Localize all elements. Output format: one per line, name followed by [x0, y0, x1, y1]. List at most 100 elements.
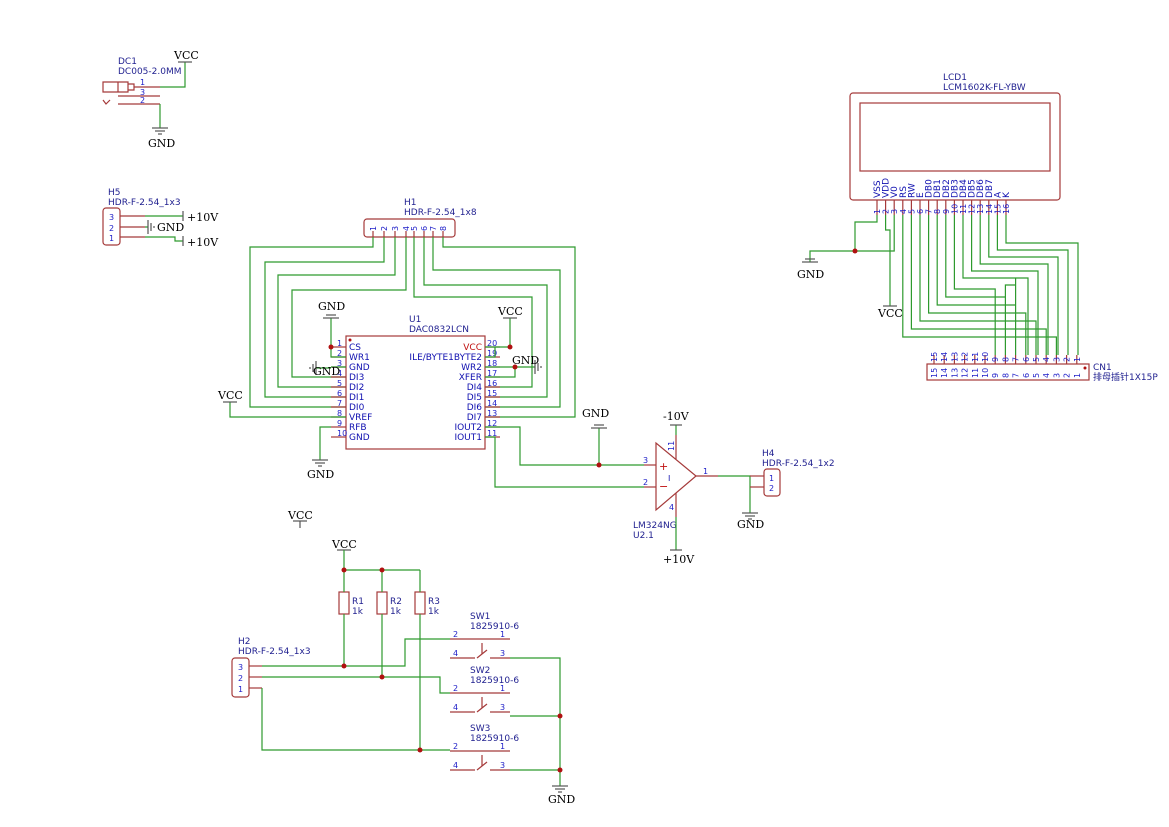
svg-text:-10V: -10V	[663, 410, 690, 423]
u2-pin: 11	[667, 441, 676, 451]
u1-pin-number: 12	[487, 419, 497, 428]
h5-ref: H5	[108, 188, 121, 198]
switch-pin: 4	[453, 761, 458, 770]
h2-pin: 2	[238, 674, 243, 683]
u2-pin: 2	[643, 478, 648, 487]
u2-wires	[675, 425, 751, 550]
cn1-pin-number: 15	[930, 368, 939, 378]
u1-pin-label: ILE/BYTE1BYTE2	[409, 353, 482, 363]
lcd1-pin-number: 9	[942, 209, 951, 214]
cn1-pin-number: 8	[1001, 373, 1010, 378]
u2-ref: U2.1	[633, 531, 654, 541]
h4-ref: H4	[762, 449, 775, 459]
cn1-pin-number: 8	[1001, 357, 1010, 362]
lcd1-pin-label: DB6	[976, 179, 986, 198]
dc1-value: DC005-2.0MM	[118, 67, 181, 77]
dc-jack-body	[102, 81, 135, 93]
u2-value: LM324NG	[633, 521, 677, 531]
vcc-symbol: VCC	[217, 389, 243, 403]
u1-pin-label: VREF	[349, 413, 372, 423]
h4-value: HDR-F-2.54_1x2	[762, 459, 835, 469]
h1-pin: 2	[380, 226, 389, 231]
lcd1-pin-number: 10	[950, 204, 959, 214]
cn1-pin-number: 9	[991, 373, 1000, 378]
junction	[328, 344, 334, 350]
h1-bus-wires	[249, 237, 576, 418]
cn1-pin-number: 9	[991, 357, 1000, 362]
lcd1-pin-label: E	[916, 192, 926, 198]
cn1-pin-number: 3	[1052, 357, 1061, 362]
lcd1-pin-label: DB7	[985, 179, 995, 198]
cn1-pin-number: 12	[961, 352, 970, 362]
u1-pin-label: DI4	[467, 383, 483, 393]
lcd1-pin-number: 12	[968, 204, 977, 214]
n10v-symbol: -10V	[663, 410, 690, 426]
cn1-pin-number: 5	[1032, 357, 1041, 362]
u1-pin-number: 8	[337, 409, 342, 418]
svg-text:VCC: VCC	[497, 305, 523, 318]
switch-pin: 3	[500, 761, 505, 770]
lcd1-value: LCM1602K-FL-YBW	[943, 83, 1026, 93]
h1-ref: H1	[404, 198, 417, 208]
resistor-value: 1k	[428, 607, 440, 617]
lcd1-pin-label: VSS	[873, 180, 883, 198]
cn1-pin-number: 11	[971, 368, 980, 378]
h1-pin: 4	[402, 226, 411, 231]
u1-pin-label: GND	[349, 363, 370, 373]
switch-pin: 3	[500, 649, 505, 658]
resistor-ref: R3	[428, 597, 440, 607]
u1-pin-label: IOUT1	[454, 433, 482, 443]
lcd1-pin-label: DB5	[968, 179, 978, 198]
lcd-lcd1: LCD1 LCM1602K-FL-YBW 1VSS2VDD3V04RS5RW6E…	[849, 73, 1061, 215]
svg-text:GND: GND	[148, 137, 175, 150]
u1-pin-number: 10	[337, 429, 347, 438]
u1-pin-number: 7	[337, 399, 342, 408]
resistor-ref: R2	[390, 597, 402, 607]
u1-value: DAC0832LCN	[409, 325, 469, 335]
cn1-pin-number: 4	[1042, 373, 1051, 378]
u1-pin-number: 15	[487, 389, 497, 398]
vcc-symbol: VCC	[331, 538, 357, 551]
lcd1-pin-label: DB0	[925, 179, 935, 198]
u1-pin-number: 6	[337, 389, 342, 398]
dc1-pin: 2	[140, 96, 145, 105]
svg-text:GND: GND	[548, 793, 575, 806]
lcd1-pin-label: RW	[907, 183, 917, 198]
u1-pin-label: DI0	[349, 403, 365, 413]
opamp-plus: +	[659, 460, 668, 473]
switch-value: 1825910-6	[470, 734, 519, 744]
lcd1-pin-label: DB4	[959, 179, 969, 198]
svg-text:+10V: +10V	[187, 211, 219, 224]
junction	[557, 713, 563, 719]
lcd1-pin-label: DB1	[933, 179, 943, 198]
lcd1-pin-label: K	[1002, 191, 1012, 198]
vcc-symbol: VCC	[287, 509, 313, 528]
lcd1-pin-label: DB2	[942, 179, 952, 198]
gnd-symbol: GND	[307, 459, 334, 481]
cn1-ref: CN1	[1093, 363, 1112, 373]
h5-pin: 3	[109, 213, 114, 222]
svg-text:+10V: +10V	[187, 236, 219, 249]
switch-pin: 2	[453, 742, 458, 751]
u1-pin-number: 11	[487, 429, 497, 438]
gnd-symbol: GND	[737, 512, 764, 531]
h1-pin: 8	[439, 226, 448, 231]
resistor-body	[376, 591, 388, 615]
u1-pin-number: 16	[487, 379, 497, 388]
junction	[417, 747, 423, 753]
lcd1-pin-number: 3	[890, 209, 899, 214]
cn1-pin-number: 13	[950, 368, 959, 378]
u1-pin-number: 18	[487, 359, 497, 368]
u1-pin-number: 1	[337, 339, 342, 348]
u1-pin-label: IOUT2	[454, 423, 482, 433]
u1-pin-number: 5	[337, 379, 342, 388]
switch-pin: 1	[500, 742, 505, 751]
p10v-symbol: +10V	[182, 236, 219, 249]
h1-pin: 5	[410, 226, 419, 231]
h1-pin: 1	[369, 226, 378, 231]
cn1-pin-number: 14	[940, 352, 949, 362]
u1-pin-label: VCC	[463, 343, 482, 353]
svg-text:GND: GND	[737, 518, 764, 531]
svg-text:VCC: VCC	[287, 509, 313, 522]
u1-pin-label: DI1	[349, 393, 364, 403]
